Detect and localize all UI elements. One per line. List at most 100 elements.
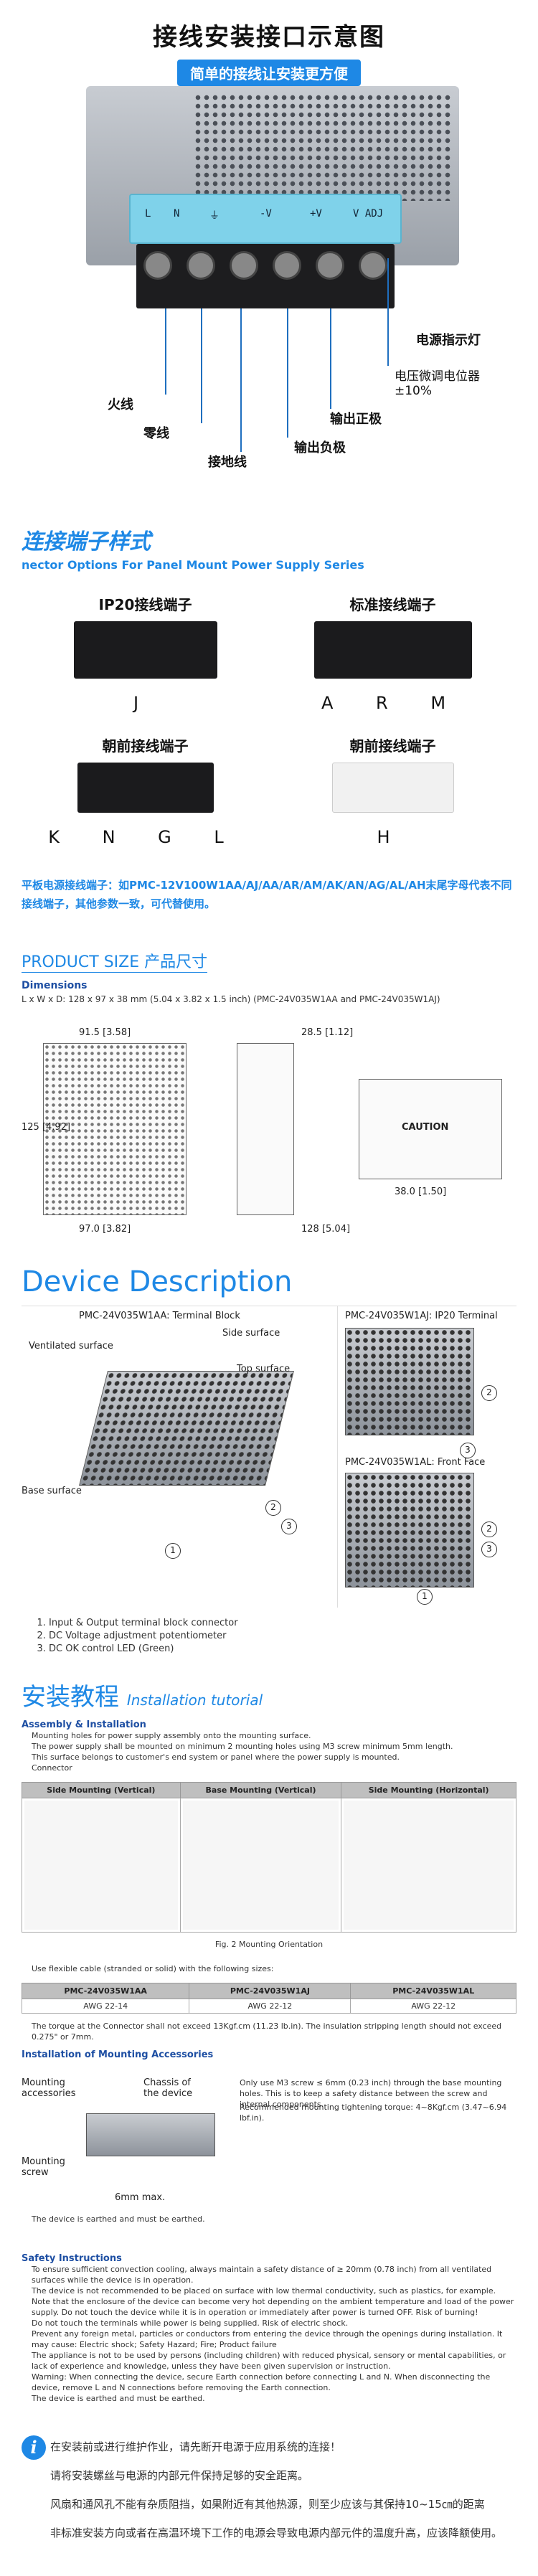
assembly-heading: Assembly & Installation (22, 1719, 146, 1730)
callout-2: 2 (265, 1500, 281, 1516)
dimensions-section: PRODUCT SIZE 产品尺寸 Dimensions L x W x D: … (0, 949, 538, 1244)
torque-note: The torque at the Connector shall not ex… (32, 2021, 502, 2042)
connector-letters: K N G L (48, 827, 242, 847)
table-head: PMC-24V035W1AJ (189, 1983, 351, 1999)
connector-item: IP20接线端子 J (22, 593, 269, 713)
caption-r2: PMC-24V035W1AL: Front Face (345, 1457, 486, 1468)
safety-item: Prevent any foreign metal, particles or … (32, 2329, 503, 2349)
install-title-cn: 安装教程 (22, 1683, 119, 1712)
cable-table: PMC-24V035W1AA PMC-24V035W1AJ PMC-24V035… (21, 1983, 516, 2014)
device-3d (79, 1371, 294, 1486)
figure-caption: Fig. 2 Mounting Orientation (214, 1940, 324, 1949)
safety-item: The device is earthed and must be earthe… (32, 2394, 205, 2403)
safety-heading: Safety Instructions (22, 2253, 122, 2264)
connector-grid: IP20接线端子 J 标准接线端子 A R M 朝前接线端子 K N G L 朝… (22, 593, 516, 869)
device-title: Device Description (22, 1265, 293, 1298)
top-view (43, 1043, 187, 1215)
caption-r1: PMC-24V035W1AJ: IP20 Terminal (345, 1311, 498, 1321)
list-item: Input & Output terminal block connector (49, 1617, 516, 1630)
terminal-label: V ADJ (353, 208, 384, 220)
safety-item: The appliance is not to be used by perso… (32, 2351, 506, 2371)
callout-3: 3 (460, 1443, 476, 1458)
connector-image (313, 621, 472, 679)
table-cell: AWG 22-14 (21, 1999, 190, 2014)
safety-item: Warning: When connecting the device, sec… (32, 2372, 491, 2392)
product-size-en: PRODUCT SIZE (22, 953, 140, 971)
callout-1: 1 (165, 1543, 181, 1559)
mount-image (24, 1801, 178, 1930)
connector-item: 标准接线端子 A R M (269, 593, 516, 713)
connector-letters: A R M (321, 693, 465, 713)
device-list: Input & Output terminal block connector … (49, 1617, 516, 1656)
table-head: Base Mounting (Vertical) (179, 1782, 342, 1798)
vent-holes (194, 93, 452, 201)
terminal-label: ⏚ (209, 210, 220, 222)
table-cell: AWG 22-12 (350, 1999, 516, 2014)
acc-screw-label: Mounting screw (22, 2156, 65, 2178)
safety-section: Safety Instructions To ensure sufficient… (0, 2253, 538, 2404)
mount-image (344, 1801, 514, 1930)
accessories-diagram: Mounting accessories Chassis of the devi… (22, 2070, 516, 2214)
install-title-en: Installation tutorial (126, 1692, 263, 1709)
callout-line (201, 308, 202, 423)
assembly-item: The power supply shall be mounted on min… (32, 1742, 453, 1751)
dim-mark: 28.5 [1.12] (301, 1027, 354, 1038)
connector-name: 朝前接线端子 (102, 737, 189, 755)
assembly-item: Connector (32, 1763, 72, 1773)
dimensions-heading: Dimensions (22, 980, 88, 991)
neg-label: 输出负极 (294, 440, 346, 456)
dim-mark: 38.0 [1.50] (395, 1186, 447, 1197)
device-main-view: PMC-24V035W1AA: Terminal Block Ventilate… (22, 1306, 337, 1608)
terminal-label: N (174, 208, 180, 220)
dim-mark: 128 [5.04] (301, 1224, 351, 1235)
caution-label: CAUTION (402, 1122, 449, 1133)
connector-section: 连接端子样式 nector Options For Panel Mount Po… (0, 524, 538, 913)
live-label: 火线 (108, 397, 133, 412)
adj-label: 电压微调电位器 (395, 369, 480, 384)
callout-3: 3 (281, 1519, 297, 1534)
footer-note: 请将安装螺丝与电源的内部元件保持足够的安全距离。 (50, 2469, 309, 2482)
connector-letters: H (377, 827, 409, 847)
product-photo: L N ⏚ -V +V V ADJ 电源指示灯 电压微调电位器 ±10% 火线 … (29, 79, 509, 481)
front-face-view (345, 1473, 474, 1587)
header: 接线安装接口示意图 简单的接线让安装更方便 (0, 0, 538, 86)
callout-line (165, 308, 166, 395)
side-view (237, 1043, 294, 1215)
product-size-cn: 产品尺寸 (144, 953, 208, 971)
safety-item: The device is not recommended to be plac… (32, 2286, 496, 2296)
acc-chassis-label: Chassis of the device (143, 2077, 193, 2099)
pos-label: 输出正极 (330, 412, 382, 427)
terminal-label: -V (260, 208, 272, 220)
terminal-cover: L N ⏚ -V +V V ADJ (129, 194, 402, 244)
safety-item: Note that the enclosure of the device ca… (32, 2297, 514, 2317)
power-supply-image: L N ⏚ -V +V V ADJ (86, 86, 459, 308)
product-size-logo: PRODUCT SIZE 产品尺寸 (22, 949, 208, 973)
install-section: 安装教程 Installation tutorial Assembly & In… (0, 1677, 538, 2224)
callout-2: 2 (481, 1385, 497, 1401)
list-item: DC OK control LED (Green) (49, 1643, 516, 1656)
footer-note: 非标准安装方向或者在高温环境下工作的电源会导致电源内部元件的温度升高，应该降额使… (50, 2527, 503, 2539)
table-head: PMC-24V035W1AL (350, 1983, 516, 1999)
device-side-views: PMC-24V035W1AJ: IP20 Terminal 2 3 PMC-24… (337, 1306, 516, 1608)
footer-note: 风扇和通风孔不能有杂质阻挡，如果附近有其他热源，则至少应该与其保持10~15㎝的… (50, 2498, 485, 2511)
accessories-heading: Installation of Mounting Accessories (22, 2049, 214, 2060)
callout-line (240, 308, 242, 452)
terminal-label: +V (310, 208, 322, 220)
callout-1: 1 (417, 1589, 433, 1605)
acc-mounting-label: Mounting accessories (22, 2077, 76, 2099)
neutral-label: 零线 (143, 426, 169, 441)
safety-item: Do not touch the terminals while power i… (32, 2318, 349, 2328)
connector-item: 朝前接线端子 K N G L (22, 735, 269, 847)
connector-item: 朝前接线端子 H (269, 735, 516, 847)
connector-note: 平板电源接线端子：如PMC-12V100W1AA/AJ/AA/AR/AM/AK/… (22, 879, 512, 910)
front-view (359, 1079, 502, 1179)
accessory-shape (86, 2113, 215, 2156)
connector-title-cn: 连接端子样式 (22, 529, 151, 555)
acc-bullet: Only use M3 screw ≤ 6mm (0.23 inch) thro… (240, 2078, 502, 2109)
connector-image (77, 763, 214, 813)
ip20-view (345, 1328, 474, 1435)
callout-line (287, 308, 288, 438)
ground-label: 接地线 (208, 455, 247, 470)
